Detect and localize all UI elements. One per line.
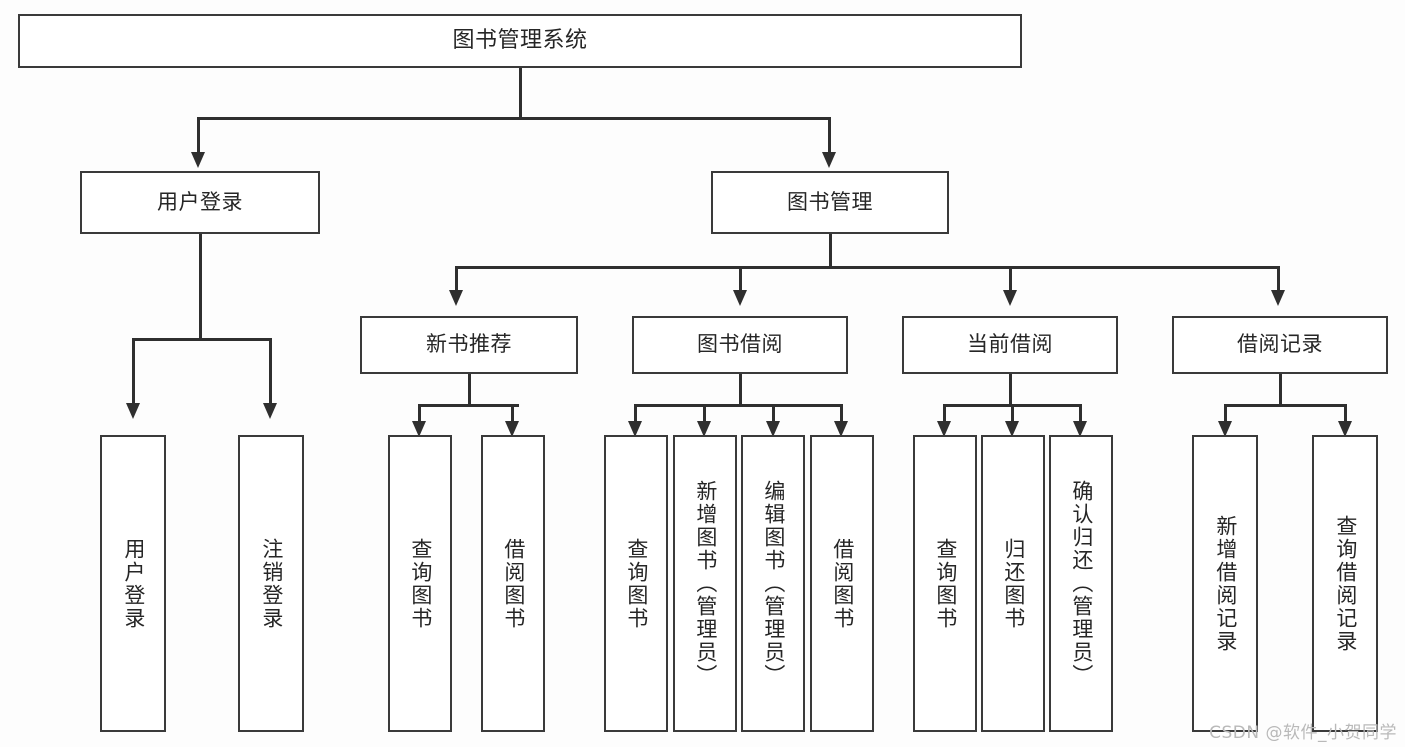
- connector-nbr-bar: [418, 404, 519, 407]
- leaf-query-record[interactable]: 查询借阅记录: [1312, 435, 1378, 732]
- node-label: 查询图书: [624, 537, 649, 630]
- connector-bb-bar: [634, 404, 842, 407]
- connector-bb-c4: [840, 404, 843, 424]
- connector-root-bar: [197, 117, 829, 120]
- connector-user-login-left: [132, 338, 135, 405]
- node-label: 查询借阅记录: [1333, 514, 1358, 653]
- arrow-to-leaf-query-book-2: [628, 421, 642, 437]
- leaf-add-record[interactable]: 新增借阅记录: [1192, 435, 1258, 732]
- arrow-to-leaf-borrow-book-2: [834, 421, 848, 437]
- arrow-to-leaf-query-book-1: [412, 421, 426, 437]
- node-borrow-record[interactable]: 借阅记录: [1172, 316, 1388, 374]
- arrow-to-new-book-recommend: [449, 290, 463, 306]
- arrow-to-user-login: [191, 152, 205, 168]
- connector-user-login-right: [269, 338, 272, 405]
- connector-user-login-stem: [199, 234, 202, 340]
- node-label: 查询图书: [408, 537, 433, 630]
- connector-root-to-user-login: [197, 117, 200, 155]
- connector-bb-c1: [634, 404, 637, 424]
- node-label: 查询图书: [933, 537, 958, 630]
- connector-bb-c2: [703, 404, 706, 424]
- arrow-to-leaf-edit-book: [766, 421, 780, 437]
- node-book-borrow[interactable]: 图书借阅: [632, 316, 848, 374]
- connector-bm-to-current-borrow: [1009, 266, 1012, 292]
- node-label: 新增借阅记录: [1213, 514, 1238, 653]
- leaf-user-logout[interactable]: 注销登录: [238, 435, 304, 732]
- connector-bm-to-book-borrow: [739, 266, 742, 292]
- node-book-manage[interactable]: 图书管理: [711, 171, 949, 234]
- node-label: 用户登录: [157, 189, 243, 214]
- arrow-to-leaf-borrow-book-1: [505, 421, 519, 437]
- leaf-return-book[interactable]: 归还图书: [981, 435, 1045, 732]
- leaf-query-book-3[interactable]: 查询图书: [913, 435, 977, 732]
- node-user-login[interactable]: 用户登录: [80, 171, 320, 234]
- connector-root-to-book-manage: [828, 117, 831, 155]
- arrow-to-leaf-query-record: [1338, 421, 1352, 437]
- node-label: 归还图书: [1001, 537, 1026, 630]
- connector-nbr-right: [511, 404, 514, 424]
- connector-book-manage-stem: [829, 234, 832, 268]
- node-label: 用户登录: [121, 537, 146, 630]
- node-label: 注销登录: [259, 537, 284, 630]
- arrow-to-leaf-add-record: [1218, 421, 1232, 437]
- node-label: 图书借阅: [697, 332, 783, 357]
- leaf-borrow-book-2[interactable]: 借阅图书: [810, 435, 874, 732]
- arrow-to-leaf-user-login: [126, 403, 140, 419]
- arrow-to-leaf-return-book: [1005, 421, 1019, 437]
- leaf-query-book-1[interactable]: 查询图书: [388, 435, 452, 732]
- node-label: 当前借阅: [967, 332, 1053, 357]
- node-label: 确认归还（管理员）: [1069, 480, 1094, 687]
- connector-bm-to-new-book: [455, 266, 458, 292]
- leaf-borrow-book-1[interactable]: 借阅图书: [481, 435, 545, 732]
- arrow-to-leaf-query-book-3: [937, 421, 951, 437]
- arrow-to-book-manage: [822, 152, 836, 168]
- connector-bb-c3: [772, 404, 775, 424]
- connector-br-stem: [1279, 374, 1282, 406]
- node-label: 图书管理系统: [452, 27, 588, 53]
- arrow-to-leaf-user-logout: [263, 403, 277, 419]
- node-label: 新书推荐: [426, 332, 512, 357]
- leaf-query-book-2[interactable]: 查询图书: [604, 435, 668, 732]
- connector-cb-c1: [943, 404, 946, 424]
- connector-cb-c3: [1079, 404, 1082, 424]
- node-label: 编辑图书（管理员）: [761, 480, 786, 687]
- connector-br-bar: [1224, 404, 1344, 407]
- node-label: 借阅图书: [830, 537, 855, 630]
- connector-cb-stem: [1009, 374, 1012, 406]
- arrow-to-current-borrow: [1003, 290, 1017, 306]
- node-new-book-recommend[interactable]: 新书推荐: [360, 316, 578, 374]
- node-label: 新增图书（管理员）: [693, 480, 718, 687]
- connector-bb-stem: [739, 374, 742, 406]
- connector-user-login-bar: [132, 338, 269, 341]
- connector-br-left: [1224, 404, 1227, 424]
- node-current-borrow[interactable]: 当前借阅: [902, 316, 1118, 374]
- arrow-to-leaf-add-book: [697, 421, 711, 437]
- connector-cb-c2: [1011, 404, 1014, 424]
- arrow-to-leaf-confirm-return: [1073, 421, 1087, 437]
- leaf-edit-book[interactable]: 编辑图书（管理员）: [741, 435, 805, 732]
- arrow-to-borrow-record: [1271, 290, 1285, 306]
- connector-br-right: [1344, 404, 1347, 424]
- connector-root-stem: [519, 68, 522, 118]
- connector-nbr-stem: [468, 374, 471, 406]
- node-label: 借阅记录: [1237, 332, 1323, 357]
- connector-bm-to-borrow-record: [1277, 266, 1280, 292]
- connector-nbr-left: [418, 404, 421, 424]
- connector-book-manage-bar: [455, 266, 1279, 269]
- leaf-user-login[interactable]: 用户登录: [100, 435, 166, 732]
- csdn-watermark: CSDN @软件_小贺同学: [1209, 723, 1397, 743]
- leaf-add-book[interactable]: 新增图书（管理员）: [673, 435, 737, 732]
- node-label: 借阅图书: [501, 537, 526, 630]
- node-root-library-system[interactable]: 图书管理系统: [18, 14, 1022, 68]
- leaf-confirm-return[interactable]: 确认归还（管理员）: [1049, 435, 1113, 732]
- node-label: 图书管理: [787, 189, 873, 214]
- arrow-to-book-borrow: [733, 290, 747, 306]
